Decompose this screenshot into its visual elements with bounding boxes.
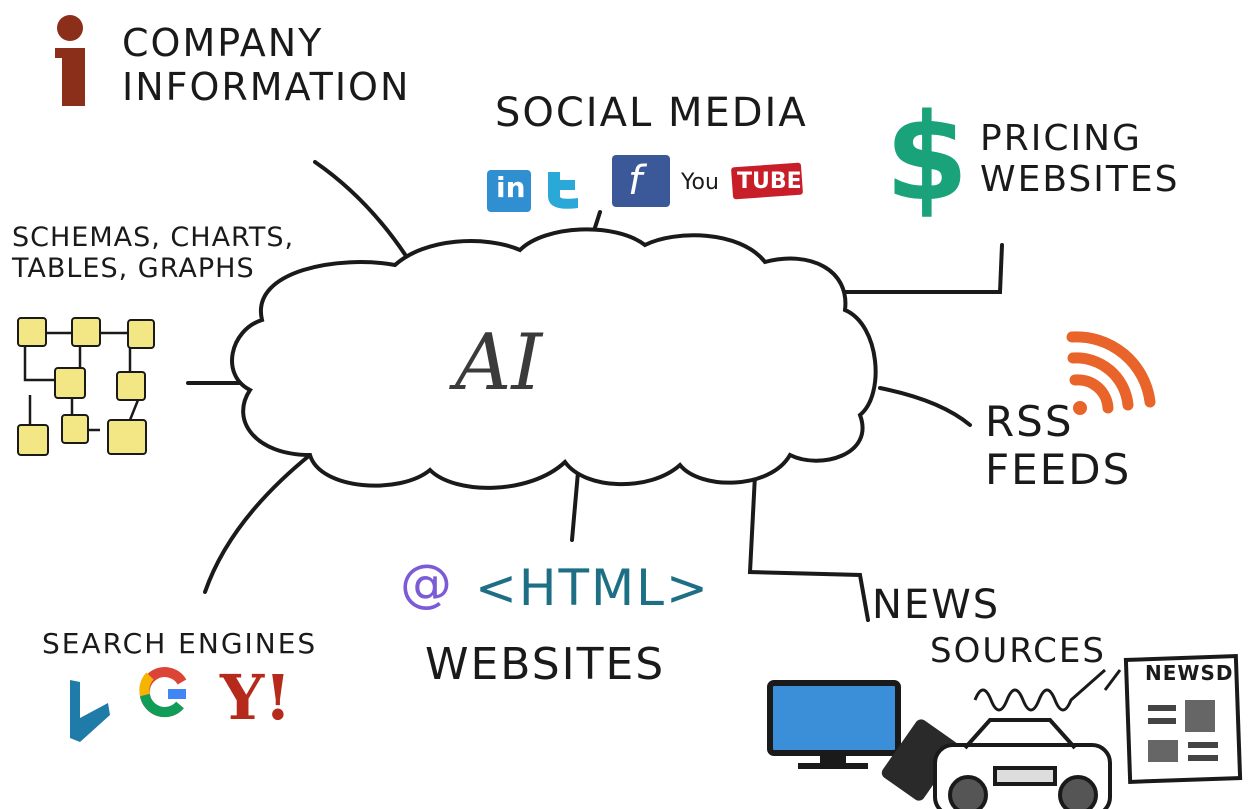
newspaper-title: NEWSD (1145, 661, 1234, 685)
sticky-note (17, 317, 47, 347)
youtube-you-text: You (681, 170, 719, 195)
ai-cloud (230, 227, 878, 490)
company-information-label: COMPANY INFORMATION (122, 21, 411, 109)
youtube-icon (731, 162, 803, 200)
search-engines-label: SEARCH ENGINES (42, 627, 318, 660)
at-icon: @ (400, 554, 452, 614)
bing-text: b (80, 670, 83, 671)
connector-rss (878, 386, 972, 427)
company-line1: COMPANY (122, 21, 324, 65)
twitter-text: t (552, 160, 554, 161)
rss-feeds-label: RSS FEEDS (985, 397, 1132, 495)
connector-lines (186, 160, 1004, 622)
sticky-note (107, 419, 147, 455)
company-line2: INFORMATION (122, 64, 411, 109)
youtube-tube-text: TUBE (737, 169, 802, 194)
sticky-note (61, 414, 89, 444)
schemas-line2: TABLES, GRAPHS (12, 253, 255, 285)
schemas-line1: SCHEMAS, CHARTS, (12, 222, 295, 253)
radio-icon (933, 718, 1112, 809)
sticky-notes (17, 317, 155, 456)
sticky-note (71, 317, 101, 347)
sources-label: SOURCES (930, 631, 1106, 671)
cable-icon (973, 668, 1122, 712)
twitter-icon (548, 172, 578, 209)
connector-websites (570, 470, 580, 542)
facebook-text: f (628, 158, 643, 204)
facebook-icon (612, 155, 670, 207)
social-media-label: SOCIAL MEDIA (495, 90, 808, 136)
dollar-icon: $ (885, 89, 969, 228)
pricing-websites-label: PRICING WEBSITES (980, 118, 1179, 201)
rss-line1: RSS (985, 397, 1074, 446)
tablet-icon (881, 719, 959, 801)
google-text: G (150, 670, 153, 671)
html-tag-label: <HTML> (475, 559, 710, 617)
google-icon (139, 667, 187, 718)
connector-pricing (808, 243, 1004, 294)
news-label: NEWS (872, 582, 1001, 628)
rss-line2: FEEDS (985, 445, 1132, 495)
sticky-note (54, 367, 86, 399)
rss-icon (1066, 331, 1156, 415)
pricing-line2: WEBSITES (980, 159, 1180, 201)
connector-search (203, 453, 312, 594)
linkedin-icon (487, 170, 531, 212)
newspaper-icon (1123, 654, 1243, 784)
pricing-line1: PRICING (980, 118, 1142, 159)
sticky-note (17, 424, 49, 456)
schemas-label: SCHEMAS, CHARTS, TABLES, GRAPHS (12, 222, 294, 284)
info-icon (55, 15, 85, 106)
sticky-note (116, 371, 146, 401)
connector-news (747, 473, 870, 622)
monitor-icon (767, 680, 901, 769)
connector-company (313, 160, 412, 264)
websites-label: WEBSITES (425, 639, 666, 690)
bing-icon (70, 680, 110, 742)
sticky-note (127, 319, 155, 349)
linkedin-text: in (496, 171, 526, 204)
ai-center-label: AI (455, 318, 543, 408)
yahoo-icon: Y! (220, 661, 292, 734)
